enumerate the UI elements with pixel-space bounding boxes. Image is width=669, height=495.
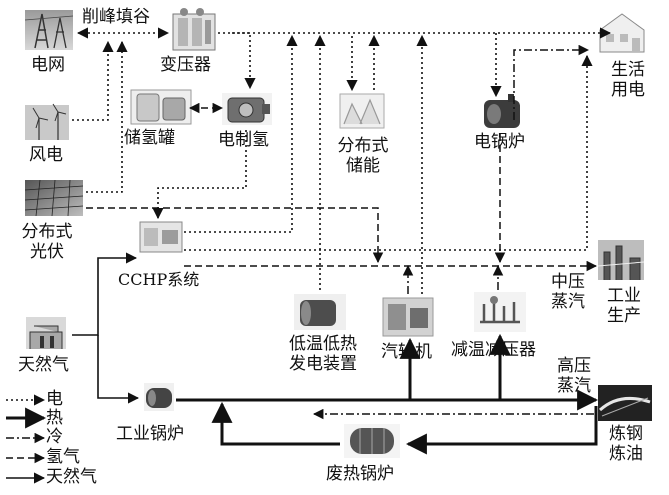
electric-boiler-label: 电锅炉	[474, 132, 525, 152]
storage-icon	[339, 93, 385, 129]
mid-pressure-steam-label: 中压蒸汽	[551, 272, 585, 312]
transformer-label: 变压器	[160, 55, 211, 75]
heat-lines	[6, 333, 599, 455]
legend-cooling-label: 冷	[46, 427, 63, 447]
legend-electricity-label: 电	[46, 389, 63, 409]
solar-pv-icon	[24, 179, 84, 217]
steam-turbine-icon	[382, 297, 434, 337]
cooling-lines	[6, 44, 594, 444]
house-icon	[599, 13, 645, 53]
legend-heat-label: 热	[46, 408, 63, 428]
h2-tank-label: 储氢罐	[124, 128, 175, 148]
peak-shaving-label: 削峰填谷	[82, 7, 150, 27]
waste-heat-boiler-label: 废热锅炉	[326, 464, 394, 484]
steel-refining-label: 炼钢炼油	[609, 424, 643, 464]
legend-hydrogen-label: 氢气	[46, 447, 80, 467]
legend-natural-gas-label: 天然气	[46, 467, 97, 487]
gas-lines	[6, 252, 140, 484]
desuperheater-icon	[474, 292, 526, 332]
grid-tower-icon	[24, 10, 74, 50]
cchp-label: CCHP系统	[118, 270, 200, 289]
grid-label: 电网	[31, 55, 65, 75]
hydrogen-lines	[6, 102, 598, 464]
natural-gas-label: 天然气	[18, 355, 69, 375]
gas-station-icon	[26, 317, 66, 349]
cchp-unit-icon	[139, 221, 183, 253]
low-temp-generator-label: 低温低热发电装置	[289, 334, 357, 374]
industrial-boiler-label: 工业锅炉	[116, 424, 184, 444]
hydrogen-tank-icon	[130, 89, 192, 125]
desuperheater-label: 减温减压器	[451, 340, 536, 360]
industrial-production-label: 工业生产	[607, 286, 641, 326]
wind-label: 风电	[29, 145, 63, 165]
industrial-boiler-icon	[144, 383, 174, 411]
electrolysis-label: 电制氢	[218, 130, 269, 150]
high-pressure-steam-label: 高压蒸汽	[557, 356, 591, 396]
distributed-storage-label: 分布式储能	[337, 136, 389, 176]
electric-boiler-icon	[484, 94, 520, 128]
steel-furnace-icon	[598, 385, 652, 421]
electrolyzer-icon	[222, 93, 272, 125]
wind-turbine-icon	[25, 103, 69, 140]
distributed-pv-label: 分布式光伏	[21, 222, 73, 262]
household-label: 生活用电	[611, 60, 645, 100]
electricity-lines	[6, 27, 612, 406]
waste-heat-boiler-icon	[344, 424, 400, 458]
steam-turbine-label: 汽轮机	[381, 342, 432, 362]
industrial-plant-icon	[597, 240, 645, 280]
low-temp-generator-icon	[294, 294, 346, 330]
transformer-icon	[172, 8, 216, 51]
